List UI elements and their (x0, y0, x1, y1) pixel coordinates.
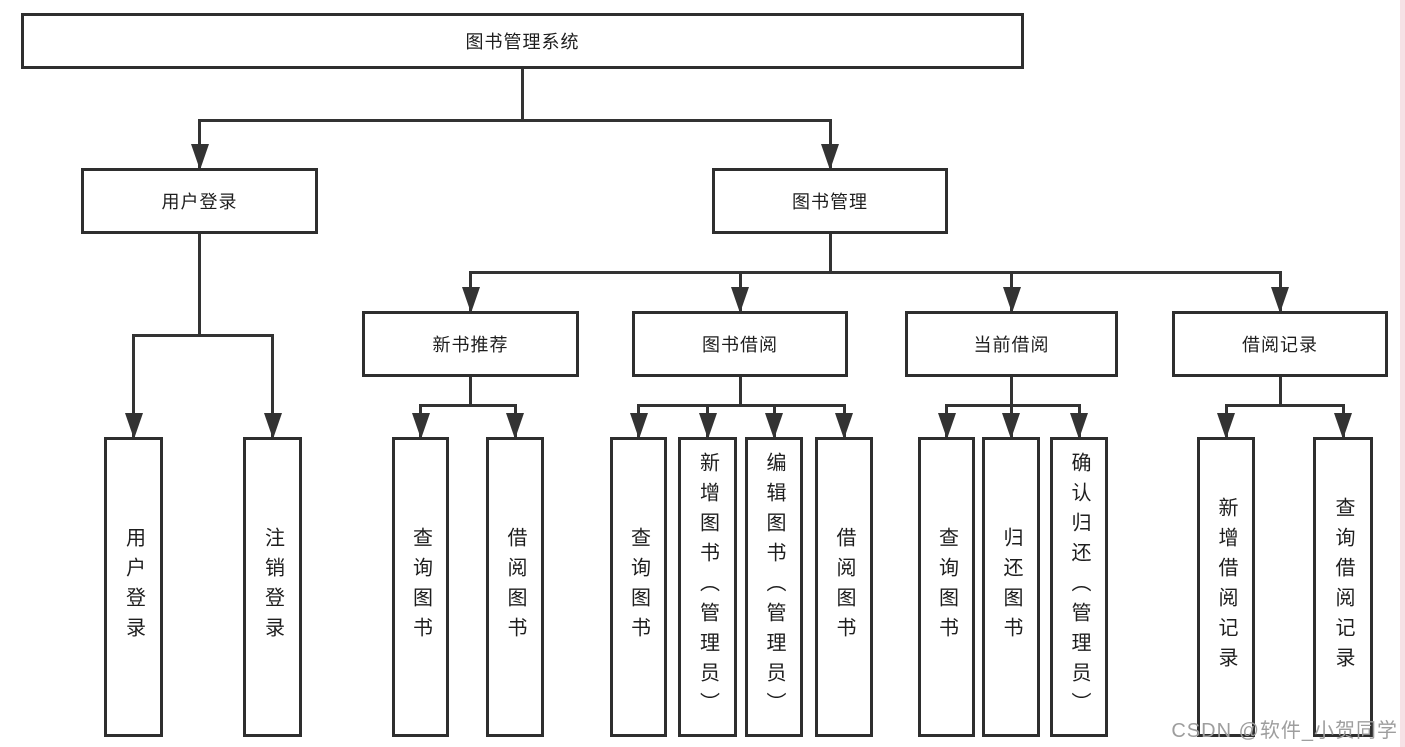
node-label: 图书管理 (792, 192, 868, 212)
connector-line (1278, 377, 1282, 405)
node-label: 用户登录 (161, 192, 238, 212)
node-label: 借阅图书 (504, 527, 526, 647)
arrowhead-down-icon (1002, 287, 1021, 313)
arrowhead-down-icon (411, 413, 430, 439)
node-leaf-borrow-book-2: 借阅图书 (815, 437, 873, 737)
node-book-mgmt: 图书管理 (712, 168, 948, 234)
connector-line (521, 69, 524, 120)
node-leaf-query-book-1: 查询图书 (392, 437, 449, 737)
node-label: 新书推荐 (432, 335, 509, 355)
arrowhead-down-icon (765, 413, 783, 439)
connector-line (469, 270, 1282, 274)
node-leaf-edit-book: 编辑图书（管理员） (745, 437, 803, 737)
node-label: 查询图书 (409, 527, 432, 647)
node-user-login: 用户登录 (81, 168, 318, 234)
arrowhead-down-icon (1217, 413, 1235, 439)
node-label: 图书管理系统 (465, 32, 580, 52)
arrowhead-down-icon (629, 413, 648, 439)
right-edge-stripe (1400, 0, 1405, 747)
node-leaf-confirm-return: 确认归还（管理员） (1050, 437, 1108, 737)
node-label: 注销登录 (261, 527, 284, 647)
node-leaf-add-borrow-record: 新增借阅记录 (1197, 437, 1255, 737)
connector-line (132, 333, 274, 337)
node-book-borrow: 图书借阅 (632, 311, 848, 377)
connector-line (419, 403, 517, 407)
arrowhead-down-icon (698, 413, 717, 439)
node-leaf-query-book-2: 查询图书 (610, 437, 667, 737)
connector-line (271, 335, 274, 437)
node-label: 查询图书 (935, 527, 958, 647)
connector-line (198, 234, 201, 335)
node-label: 查询借阅记录 (1332, 497, 1354, 677)
connector-line (1224, 403, 1345, 407)
node-leaf-query-book-3: 查询图书 (918, 437, 975, 737)
arrowhead-down-icon (1070, 413, 1088, 439)
arrowhead-down-icon (124, 413, 143, 439)
arrowhead-down-icon (1271, 287, 1289, 313)
connector-line (198, 118, 832, 122)
arrowhead-down-icon (731, 287, 749, 313)
node-label: 图书借阅 (702, 335, 778, 355)
csdn-watermark: CSDN @软件_小贺同学 (1171, 720, 1398, 742)
arrowhead-down-icon (263, 413, 282, 439)
arrowhead-down-icon (461, 287, 480, 313)
node-label: 查询图书 (627, 527, 650, 647)
arrowhead-down-icon (835, 413, 853, 439)
node-label: 新增借阅记录 (1215, 497, 1237, 677)
connector-line (828, 234, 832, 272)
node-label: 确认归还（管理员） (1068, 452, 1090, 722)
node-current-borrow: 当前借阅 (905, 311, 1118, 377)
connector-line (1010, 377, 1013, 405)
connector-line (637, 403, 846, 407)
arrowhead-down-icon (506, 413, 524, 439)
node-leaf-query-borrow-record: 查询借阅记录 (1313, 437, 1373, 737)
node-label: 当前借阅 (973, 335, 1050, 355)
node-leaf-return-book: 归还图书 (982, 437, 1040, 737)
connector-line (738, 377, 742, 405)
node-label: 归还图书 (1000, 527, 1022, 647)
arrowhead-down-icon (937, 413, 956, 439)
node-label: 借阅图书 (833, 527, 855, 647)
node-label: 用户登录 (122, 527, 145, 647)
arrowhead-down-icon (821, 144, 839, 170)
connector-line (945, 403, 1081, 407)
node-leaf-borrow-book-1: 借阅图书 (486, 437, 544, 737)
node-leaf-add-book: 新增图书（管理员） (678, 437, 737, 737)
node-new-book-rec: 新书推荐 (362, 311, 579, 377)
connector-line (132, 335, 135, 437)
arrowhead-down-icon (190, 144, 209, 170)
node-label: 新增图书（管理员） (696, 452, 719, 722)
node-root: 图书管理系统 (21, 13, 1024, 69)
node-borrow-records: 借阅记录 (1172, 311, 1388, 377)
arrowhead-down-icon (1334, 413, 1352, 439)
node-leaf-logout: 注销登录 (243, 437, 302, 737)
node-label: 编辑图书（管理员） (763, 452, 785, 722)
node-leaf-user-login: 用户登录 (104, 437, 163, 737)
connector-line (469, 377, 472, 405)
node-label: 借阅记录 (1242, 335, 1318, 355)
arrowhead-down-icon (1002, 413, 1020, 439)
